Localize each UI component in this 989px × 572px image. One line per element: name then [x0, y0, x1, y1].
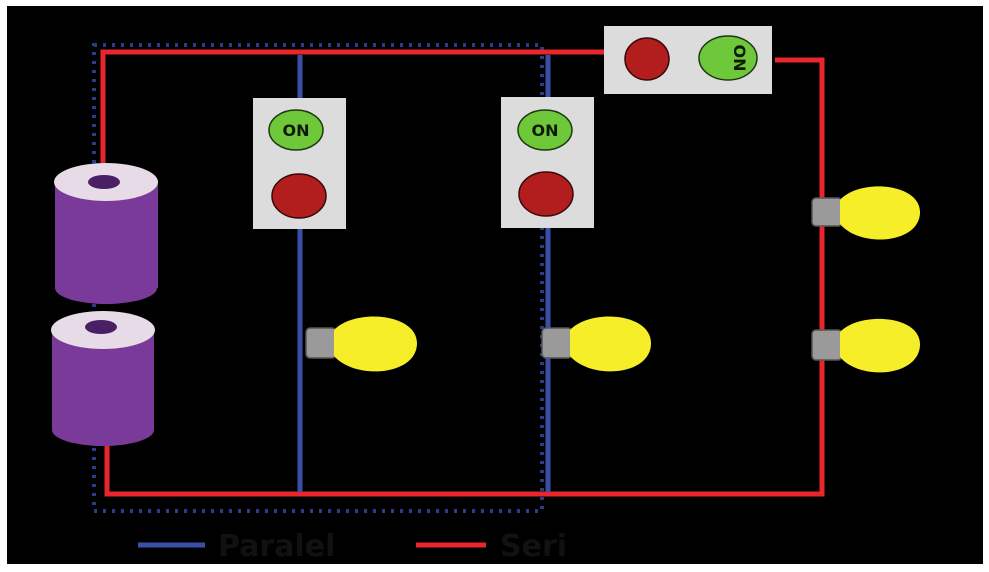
legend-parallel-label: Paralel	[218, 529, 335, 564]
battery-bottom	[51, 311, 155, 446]
battery-bottom-bottom-cap	[52, 414, 154, 446]
series-wire	[100, 49, 825, 497]
bulb-1	[305, 316, 418, 372]
bulb-4-base	[811, 329, 843, 361]
bulb-3-glass	[840, 186, 921, 240]
switch-3-on-label: ON	[730, 45, 749, 72]
bulb-2-base	[541, 327, 573, 359]
battery-bottom-terminal	[85, 320, 117, 334]
switch-2-on-button[interactable]	[517, 109, 573, 151]
bulb-3-base	[811, 197, 843, 227]
switch-1[interactable]: ON	[253, 98, 346, 229]
battery-top	[54, 163, 158, 304]
battery-top-bottom-cap	[55, 272, 157, 304]
bulb-4-glass	[840, 318, 921, 373]
switch-2[interactable]: ON	[501, 97, 594, 228]
bulb-1-base	[305, 327, 337, 359]
switch-3-off-button[interactable]	[624, 37, 670, 81]
switch-1-on-button[interactable]	[268, 109, 324, 151]
switch-3-on-button[interactable]	[698, 35, 758, 81]
bulb-2-glass	[570, 316, 652, 372]
series-wire-top	[100, 49, 606, 180]
switch-3[interactable]: ON	[604, 26, 772, 94]
switch-2-on-label: ON	[532, 121, 559, 140]
switch-2-off-button[interactable]	[518, 171, 574, 217]
switch-1-off-button[interactable]	[271, 173, 327, 219]
switch-1-on-label: ON	[283, 121, 310, 140]
bulb-4	[811, 318, 921, 373]
bulb-1-glass	[334, 316, 418, 372]
battery-top-terminal	[88, 175, 120, 189]
series-wire-right	[104, 57, 825, 497]
legend: Paralel Seri	[138, 529, 567, 564]
legend-series-label: Seri	[500, 529, 567, 564]
bulb-3	[811, 186, 921, 240]
bulb-2	[541, 316, 652, 372]
